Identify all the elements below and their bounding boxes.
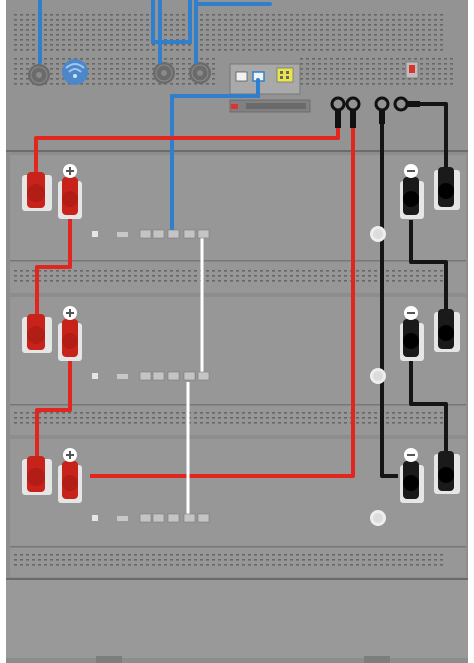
battery-module-1 — [10, 155, 466, 293]
foot-left — [96, 656, 122, 663]
foot-right — [364, 656, 390, 663]
positive-symbol-icon — [63, 448, 77, 462]
breaker-switch-icon — [405, 61, 419, 79]
module-1-front — [22, 164, 460, 242]
positive-terminal — [22, 172, 82, 219]
battery-module-3 — [10, 439, 466, 577]
port-cluster — [229, 63, 301, 95]
wifi-module-icon — [62, 59, 88, 85]
positive-symbol-icon — [63, 306, 77, 320]
status-strip — [229, 99, 311, 113]
comm-cables — [38, 0, 272, 236]
negative-terminal — [400, 309, 460, 361]
dry-contact-terminal-icon — [276, 67, 294, 83]
inter-module-link-cables — [186, 236, 204, 520]
main-negative-lugs — [374, 96, 420, 124]
control-unit-vents — [14, 14, 453, 85]
base-divider — [6, 578, 468, 580]
positive-terminal — [22, 314, 82, 361]
module-io-ports — [92, 513, 210, 523]
module-io-ports — [92, 371, 210, 381]
fan-center-left-icon — [153, 62, 175, 84]
fan-center-right-icon — [189, 62, 211, 84]
module-2-front — [22, 306, 460, 384]
negative-symbol-icon — [404, 448, 418, 462]
panel-divider — [6, 150, 468, 152]
cabinet-base — [6, 580, 468, 658]
fan-left-icon — [28, 64, 50, 86]
negative-symbol-icon — [404, 164, 418, 178]
main-positive-lugs — [330, 96, 361, 128]
negative-symbol-icon — [404, 306, 418, 320]
negative-terminal — [400, 167, 460, 219]
positive-cables — [34, 128, 355, 478]
positive-symbol-icon — [63, 164, 77, 178]
positive-terminal — [22, 456, 82, 503]
module-power-button[interactable] — [370, 226, 386, 242]
module-power-button[interactable] — [370, 368, 386, 384]
negative-terminal — [400, 451, 460, 503]
battery-module-2 — [10, 297, 466, 435]
negative-cables — [380, 102, 448, 478]
ethernet-port-icon — [235, 71, 248, 82]
module-3-front — [22, 448, 460, 526]
module-power-button[interactable] — [370, 510, 386, 526]
module-io-ports — [92, 229, 210, 239]
